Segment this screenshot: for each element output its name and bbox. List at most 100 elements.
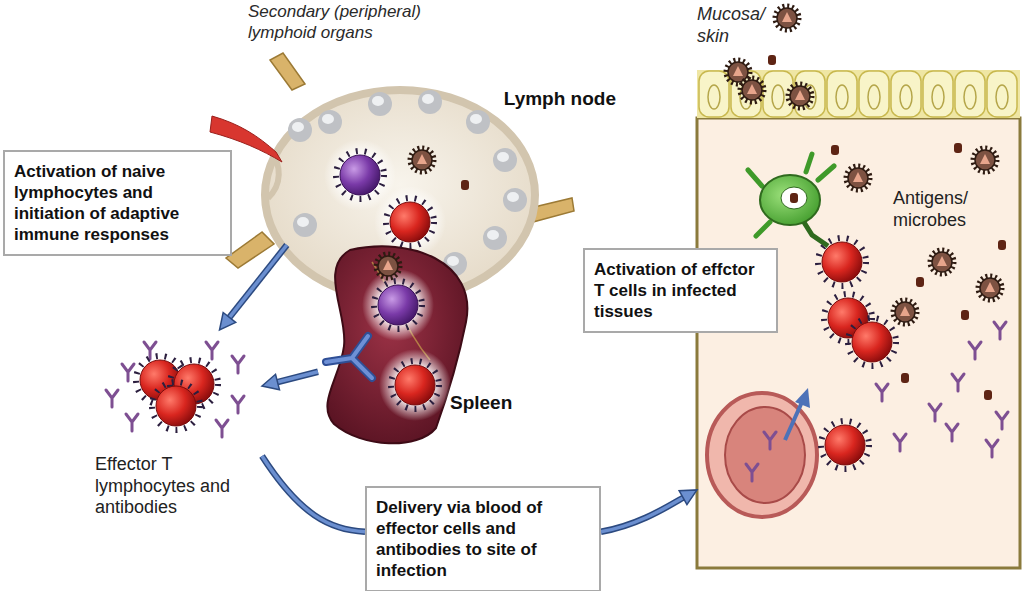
arrow-shaft (601, 496, 687, 532)
node-heading: Mucosa/ skin (697, 4, 777, 47)
lymph-vessel (270, 53, 305, 90)
epithelial-cell (987, 71, 1017, 117)
spleen-drawing (326, 246, 467, 443)
antibody (232, 356, 244, 373)
antigen (916, 277, 924, 287)
antibody (126, 414, 138, 431)
follicle (288, 118, 312, 142)
microbe (930, 250, 954, 274)
nucleus (836, 85, 848, 109)
nucleus (964, 85, 976, 109)
follicle (466, 110, 490, 134)
box-text: Delivery via blood of effector cells and… (376, 497, 590, 581)
effector-lymphocyte (379, 349, 451, 421)
arrow-outline (227, 245, 287, 321)
dendrite (748, 154, 834, 236)
antigen (984, 390, 992, 400)
follicle (293, 213, 317, 237)
effector-cluster (106, 342, 244, 437)
microbe (788, 84, 812, 108)
lymph-vessel (226, 232, 274, 268)
microbe (978, 276, 1002, 300)
migration-arrowhead (795, 388, 810, 408)
antigen-presenting-cell (760, 175, 820, 225)
nucleus (900, 85, 912, 109)
follicle (318, 110, 342, 134)
antigen (461, 180, 469, 190)
antibody (969, 342, 981, 359)
arrow-shaft (227, 245, 287, 321)
spleen: Spleen (318, 245, 518, 440)
naive-lymphocyte (362, 269, 434, 341)
blood-vessel (707, 393, 817, 517)
process-box: Delivery via blood of effector cells and… (365, 486, 601, 591)
epithelial-cell (923, 71, 953, 117)
arrowhead (262, 374, 279, 390)
box-text: Activation of naive lymphocytes and init… (14, 161, 221, 245)
epithelial-cell (891, 71, 921, 117)
follicle (418, 90, 442, 114)
effector-cell (152, 382, 200, 430)
arrowhead (220, 312, 236, 330)
arrow-outline (601, 496, 687, 532)
follicle (368, 92, 392, 116)
node-heading: Spleen (450, 392, 516, 415)
antibody (894, 434, 906, 451)
antibody (216, 420, 228, 437)
microbe (726, 60, 750, 84)
node-heading: Effector T lymphocytes and antibodies (95, 454, 255, 519)
node-heading: Lymph node (502, 88, 616, 111)
lymph-node: Lymph node (250, 85, 618, 245)
antigen (901, 373, 909, 383)
arrow-shaft (262, 456, 365, 532)
microbe (893, 300, 917, 324)
nucleus (708, 85, 720, 109)
antibody (746, 464, 758, 481)
box-text: Activation of effctor T cells in infecte… (594, 259, 767, 322)
epithelial-cell (699, 71, 729, 117)
epithelial-cell (827, 71, 857, 117)
flow-arrow (220, 245, 287, 330)
arrow-outline (262, 456, 365, 532)
microbe (973, 148, 997, 172)
antigen (768, 55, 776, 65)
microbe (846, 166, 870, 190)
antigen (954, 143, 962, 153)
antibody (876, 384, 888, 401)
antibody (986, 440, 998, 457)
antibody (122, 364, 134, 381)
antigen (790, 193, 798, 203)
tissue-ground (697, 118, 1020, 568)
arrow-shaft (274, 372, 318, 383)
antibody (106, 390, 118, 407)
antigen (831, 145, 839, 155)
antibody (929, 404, 941, 421)
process-box: Activation of effctor T cells in infecte… (583, 248, 778, 333)
antibody (946, 424, 958, 441)
annotation: Antigens/ microbes (893, 188, 1001, 231)
epithelial-cell (955, 71, 985, 117)
spleen-outline (327, 246, 467, 443)
splenic-vessel (326, 336, 372, 378)
nucleus (772, 85, 784, 109)
antigen (998, 240, 1006, 250)
microbe (740, 78, 764, 102)
antibody (996, 412, 1008, 429)
microbe (376, 254, 400, 278)
flow-arrow (262, 372, 318, 390)
effector-cell (848, 318, 896, 366)
antibody (144, 342, 156, 359)
follicle (493, 148, 517, 172)
splenic-vessel (326, 336, 372, 378)
antibody (206, 342, 218, 359)
antibody (764, 432, 776, 449)
effector-cell (821, 421, 869, 469)
antigen (961, 310, 969, 320)
process-box: Activation of naive lymphocytes and init… (3, 150, 232, 256)
antibody (952, 374, 964, 391)
effector-cell (818, 238, 866, 286)
effector-cells: Effector T lymphocytes and antibodies (92, 330, 262, 530)
flow-arrow (601, 490, 697, 532)
